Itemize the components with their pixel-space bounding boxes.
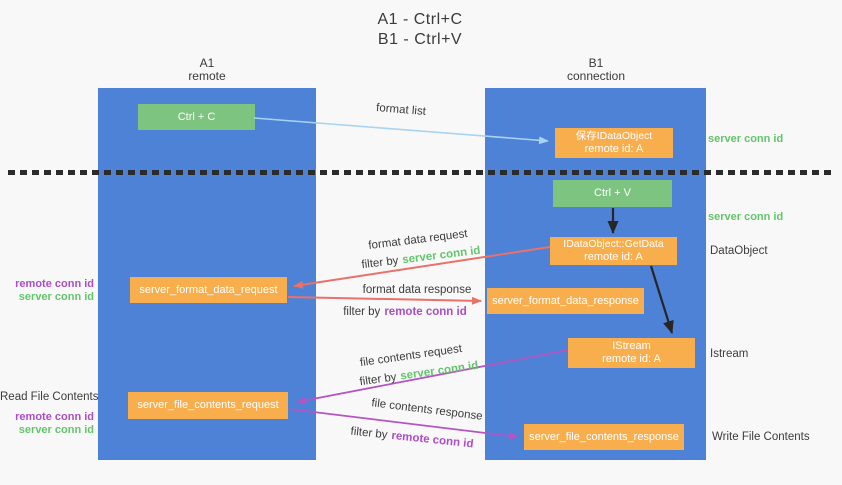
node-istream-line1: IStream [612, 340, 651, 352]
lifeline-b1-name: B1 [588, 56, 604, 70]
filter-by-text: filter by [360, 254, 400, 272]
format-data-response-arrow [287, 296, 482, 305]
remote-conn-id-text: remote conn id [384, 306, 467, 318]
node-save-dataobject-line1: 保存IDataObject [575, 130, 653, 142]
node-ctrl-v: Ctrl + V [553, 180, 672, 207]
node-ctrl-c: Ctrl + C [138, 104, 255, 130]
node-server-format-data-request-label: server_format_data_request [139, 283, 278, 296]
left-remote-conn-id-top: remote conn id [15, 278, 94, 290]
node-server-file-contents-response-label: server_file_contents_response [529, 430, 679, 443]
lifeline-a1-role: remote [188, 69, 226, 83]
server-conn-id-text: server conn id [401, 244, 482, 267]
title-line-2: B1 - Ctrl+V [377, 31, 463, 48]
node-server-format-data-request: server_format_data_request [130, 277, 287, 303]
filter-by-text: filter by [349, 425, 389, 442]
lifeline-b1-header: B1 connection [486, 57, 706, 83]
left-server-conn-id-bottom: server conn id [18, 424, 94, 436]
filter-by-text: filter by [343, 306, 381, 318]
remote-conn-id-text: remote conn id [390, 429, 475, 451]
server-conn-id-text: server conn id [399, 359, 480, 383]
node-server-file-contents-request: server_file_contents_request [128, 392, 288, 419]
lifeline-a1-header: A1 remote [97, 57, 317, 83]
left-server-conn-id-top: server conn id [18, 291, 94, 303]
file-contents-response-label: file contents response [370, 397, 484, 423]
node-idataobject-getdata-line2: remote id: A [584, 251, 643, 263]
node-istream: IStream remote id: A [568, 338, 695, 368]
diagram-title: A1 - Ctrl+C B1 - Ctrl+V [300, 10, 540, 50]
label-dataobject: DataObject [710, 245, 768, 257]
node-save-dataobject: 保存IDataObject remote id: A [555, 128, 673, 158]
node-ctrl-v-label: Ctrl + V [594, 187, 631, 199]
title-line-1: A1 - Ctrl+C [377, 11, 463, 28]
left-remote-conn-id-bottom: remote conn id [15, 411, 94, 423]
node-server-format-data-response-label: server_format_data_response [492, 294, 639, 307]
label-write-file-contents: Write File Contents [712, 431, 810, 443]
right-server-conn-id-mid: server conn id [708, 211, 784, 223]
lifeline-b1-role: connection [566, 69, 626, 83]
label-istream: Istream [710, 348, 749, 360]
node-idataobject-getdata: IDataObject::GetData remote id: A [550, 237, 677, 265]
node-ctrl-c-label: Ctrl + C [177, 110, 216, 123]
node-server-format-data-response: server_format_data_response [487, 288, 644, 314]
label-read-file-contents: Read File Contents [0, 391, 99, 403]
format-list-label: format list [375, 102, 427, 118]
node-save-dataobject-line2: remote id: A [584, 143, 644, 155]
phase-separator-dotted-line [8, 170, 832, 175]
node-server-file-contents-response: server_file_contents_response [524, 424, 684, 450]
node-idataobject-getdata-line1: IDataObject::GetData [563, 238, 664, 250]
filter-by-text: filter by [358, 371, 398, 389]
format-data-response-label: format data response [362, 284, 472, 296]
node-server-file-contents-request-label: server_file_contents_request [137, 399, 279, 411]
right-server-conn-id-top: server conn id [708, 133, 784, 145]
lifeline-a1-name: A1 [199, 56, 215, 70]
node-istream-line2: remote id: A [602, 353, 661, 365]
